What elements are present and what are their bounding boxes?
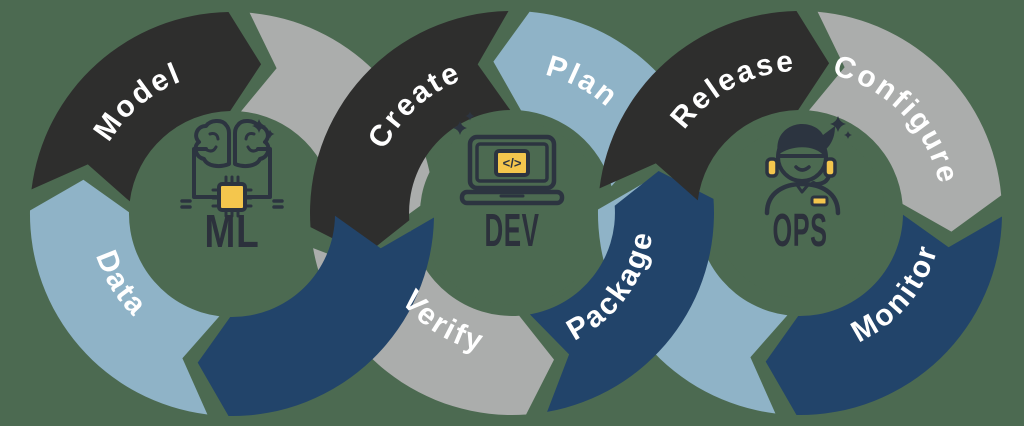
segment-ops-release — [599, 11, 830, 201]
sparkle-icon — [453, 111, 475, 135]
sparkle-icon — [830, 116, 852, 139]
segment-ops-monitor — [765, 214, 1002, 416]
segment-ops-configure — [809, 11, 1002, 232]
support-agent-icon — [764, 116, 852, 216]
wordmark-dev: DEV — [485, 204, 540, 256]
segment-ml-model — [31, 12, 262, 202]
wordmark-ops: OPS — [773, 204, 828, 256]
code-glyph: </> — [503, 156, 522, 171]
segment-dev-create — [310, 11, 511, 255]
segment-ml-data — [29, 179, 220, 415]
wordmark-ml: ML — [205, 205, 260, 257]
dev-center-disk — [420, 121, 604, 305]
segment-ml-flow-bottom-right — [197, 215, 434, 417]
segment-dev-package — [529, 171, 714, 412]
sparkle-icon — [252, 119, 275, 139]
laptop-code-icon: </> — [453, 111, 565, 206]
ops-center-disk — [715, 128, 885, 298]
brain-chip-icon — [180, 119, 284, 218]
